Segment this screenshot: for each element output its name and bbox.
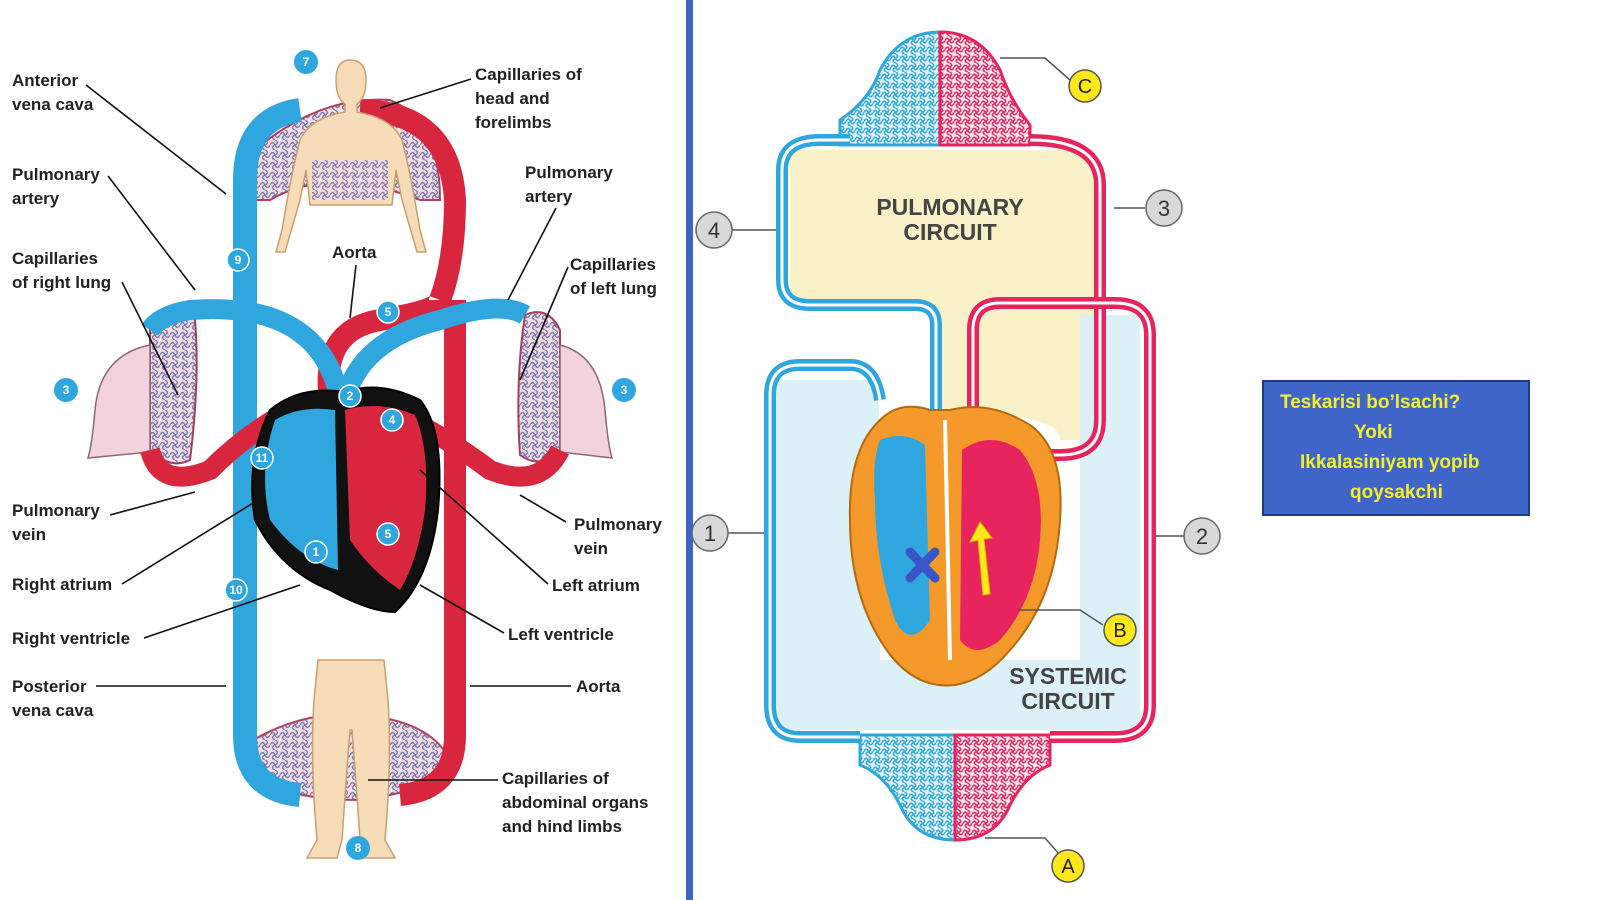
question-line-2: Yoki (1354, 422, 1393, 443)
step-marker-left-ventricle: 5 (376, 522, 400, 546)
top-capillary-lobe-red (938, 30, 1032, 147)
upper-body-capillary-patch (312, 160, 388, 200)
svg-text:1: 1 (313, 545, 320, 559)
panel-divider (686, 0, 693, 900)
pulmonary-loop-blue-inner (780, 138, 938, 430)
svg-text:3: 3 (63, 383, 70, 397)
svg-text:2: 2 (1196, 524, 1208, 549)
step-marker-legs: 8 (346, 836, 370, 860)
marker-a: A (1051, 849, 1085, 883)
svg-text:9: 9 (235, 253, 242, 267)
systemic-loop-blue-inner (768, 363, 882, 739)
marker-2: 2 (1183, 517, 1221, 555)
svg-text:B: B (1113, 620, 1126, 642)
label-left-atrium: Left atrium (552, 576, 640, 595)
svg-text:4: 4 (708, 218, 720, 243)
upper-red-loop (359, 99, 467, 304)
label-aorta-top: Aorta (332, 243, 377, 262)
marker-c: C (1068, 69, 1102, 103)
left-leader-lines (85, 78, 571, 781)
step-marker-head: 7 (294, 50, 318, 74)
question-line-3: Ikkalasiniyam yopib (1300, 452, 1480, 473)
systemic-loop-red-inner (971, 301, 1152, 739)
marker-1: 1 (691, 514, 729, 552)
svg-text:11: 11 (256, 451, 269, 465)
lower-body-silhouette (305, 659, 397, 859)
svg-text:4: 4 (389, 413, 396, 427)
step-marker-right-atrium: 11 (250, 446, 274, 470)
pulmonary-artery-right-vessel (141, 299, 350, 403)
upper-blue-loop (233, 98, 303, 540)
svg-text:5: 5 (385, 305, 392, 319)
step-marker-post-vena: 10 (224, 578, 248, 602)
step-marker-right-lung: 3 (54, 378, 78, 402)
right-lung (86, 344, 151, 459)
label-aorta-bottom: Aorta (576, 677, 621, 696)
blocked-x-icon (905, 547, 940, 583)
top-capillary-lobe-blue (838, 30, 942, 147)
svg-text:C: C (1078, 76, 1092, 98)
lower-blue-loop (233, 540, 302, 807)
right-heart-chambers (265, 408, 338, 570)
label-right-atrium: Right atrium (12, 575, 112, 594)
systemic-circuit-region (775, 315, 1140, 730)
svg-text:7: 7 (303, 55, 310, 69)
question-box: Teskarisi bo’lsachi? Yoki Ikkalasiniyam … (1262, 380, 1530, 516)
svg-text:3: 3 (621, 383, 628, 397)
svg-text:2: 2 (347, 389, 354, 403)
heart-right-chamber (874, 436, 930, 635)
label-right-ventricle: Right ventricle (12, 629, 130, 648)
svg-text:10: 10 (229, 583, 243, 597)
pulmonary-circuit-region (790, 150, 1095, 440)
step-marker-ant-vena: 9 (226, 248, 250, 272)
svg-text:3: 3 (1158, 196, 1170, 221)
pulmonary-loop-red-inner (1029, 138, 1102, 457)
aorta-descending (398, 300, 466, 806)
step-marker-left-lung: 3 (612, 378, 636, 402)
left-heart-chambers (345, 406, 427, 590)
left-lung-capillary-bed (517, 311, 561, 463)
marker-4: 4 (695, 211, 733, 249)
step-marker-pulm-trunk: 2 (338, 384, 362, 408)
svg-text:1: 1 (704, 521, 716, 546)
bottom-capillary-lobe-red (953, 733, 1052, 842)
right-leader-lines (728, 57, 1184, 856)
upper-body-silhouette (275, 59, 427, 253)
step-marker-aorta-arch: 5 (376, 300, 400, 324)
question-line-4: qoysakchi (1350, 482, 1443, 503)
left-lung (559, 344, 614, 459)
pulmonary-artery-left-vessel (335, 298, 531, 403)
step-marker-right-ventricle: 1 (304, 540, 328, 564)
svg-text:5: 5 (385, 527, 392, 541)
svg-text:8: 8 (355, 841, 362, 855)
step-marker-left-atrium: 4 (380, 408, 404, 432)
question-line-1: Teskarisi bo’lsachi? (1280, 392, 1461, 413)
marker-3: 3 (1145, 189, 1183, 227)
label-left-ventricle: Left ventricle (508, 625, 614, 644)
bottom-capillary-lobe-blue (858, 733, 957, 842)
svg-text:A: A (1061, 856, 1075, 878)
flow-arrow-icon (969, 521, 993, 596)
heart-septum (943, 419, 952, 661)
heart-left-chamber (960, 440, 1041, 650)
marker-b: B (1103, 613, 1137, 647)
